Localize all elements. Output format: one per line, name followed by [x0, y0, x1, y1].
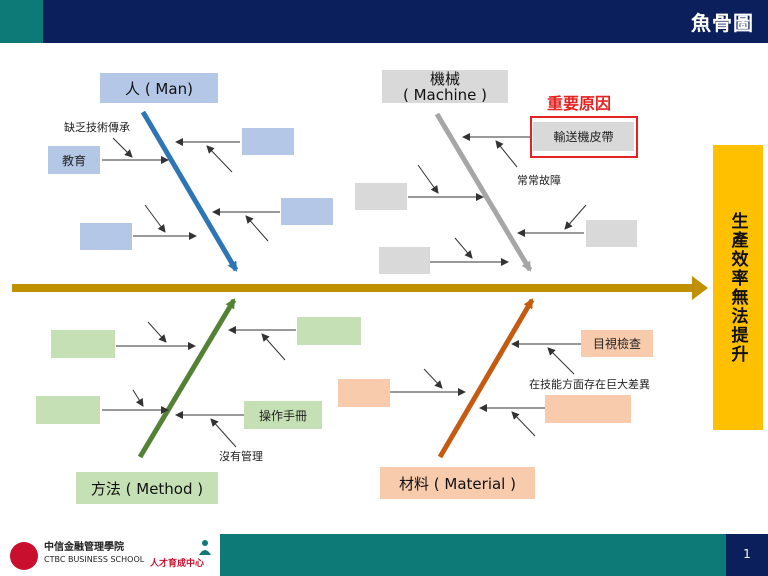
- page-title: 魚骨圖: [691, 11, 754, 35]
- material-empty-box-1: [338, 379, 390, 407]
- header-accent: [0, 0, 43, 43]
- key-cause-highlight: [530, 116, 638, 158]
- category-machine: 機械 ( Machine ): [382, 70, 508, 103]
- bone-man: [140, 110, 239, 272]
- category-material: 材料 ( Material ): [380, 467, 535, 499]
- method-empty-box-1: [297, 317, 361, 345]
- material-sub-arrows: [390, 340, 581, 437]
- method-empty-box-3: [36, 396, 100, 424]
- school-name: 中信金融管理學院: [44, 542, 124, 553]
- machine-cause-label: 常常故障: [517, 174, 561, 187]
- page-number: 1: [743, 547, 751, 561]
- machine-empty-box-2: [586, 220, 637, 247]
- machine-empty-box-3: [379, 247, 430, 274]
- people-icon: [199, 540, 211, 555]
- bone-method: [137, 298, 237, 459]
- material-empty-box-2: [545, 395, 631, 423]
- man-empty-box-2: [281, 198, 333, 225]
- category-method: 方法 ( Method ): [76, 472, 218, 504]
- header-bar: [0, 0, 768, 43]
- bone-material: [437, 298, 535, 459]
- school-logo-icon: [10, 542, 38, 570]
- bone-machine: [434, 112, 533, 272]
- category-machine-line2: ( Machine ): [402, 85, 488, 104]
- method-empty-box-2: [51, 330, 115, 358]
- machine-cause-box: 輸送機皮帶: [533, 122, 634, 151]
- page-number-box: [726, 534, 768, 576]
- method-cause-box: 操作手冊: [244, 401, 322, 429]
- method-sub-arrows: [102, 321, 296, 448]
- center-tag: 人才育成中心: [150, 559, 205, 569]
- method-cause-label: 沒有管理: [219, 450, 263, 463]
- spine-arrow: [12, 276, 708, 300]
- man-sub-arrows: [102, 137, 280, 242]
- category-man: 人 ( Man): [100, 73, 218, 103]
- material-cause-label: 在技能方面存在巨大差異: [529, 378, 650, 391]
- effect-text: 生產效率無法提升: [727, 211, 748, 364]
- machine-empty-box-1: [355, 183, 407, 210]
- man-empty-box-3: [80, 223, 132, 250]
- category-machine-line1: 機械: [429, 69, 460, 88]
- man-cause-box: 教育: [48, 146, 100, 174]
- effect-box: 生產效率無法提升: [713, 145, 763, 430]
- machine-sub-arrows: [408, 133, 587, 266]
- man-empty-box-1: [242, 128, 294, 155]
- man-cause-label: 缺乏技術傳承: [64, 121, 130, 134]
- school-name-en: CTBC BUSINESS SCHOOL: [44, 555, 145, 564]
- material-cause-box: 目視檢查: [581, 330, 653, 357]
- key-cause-label: 重要原因: [547, 94, 612, 113]
